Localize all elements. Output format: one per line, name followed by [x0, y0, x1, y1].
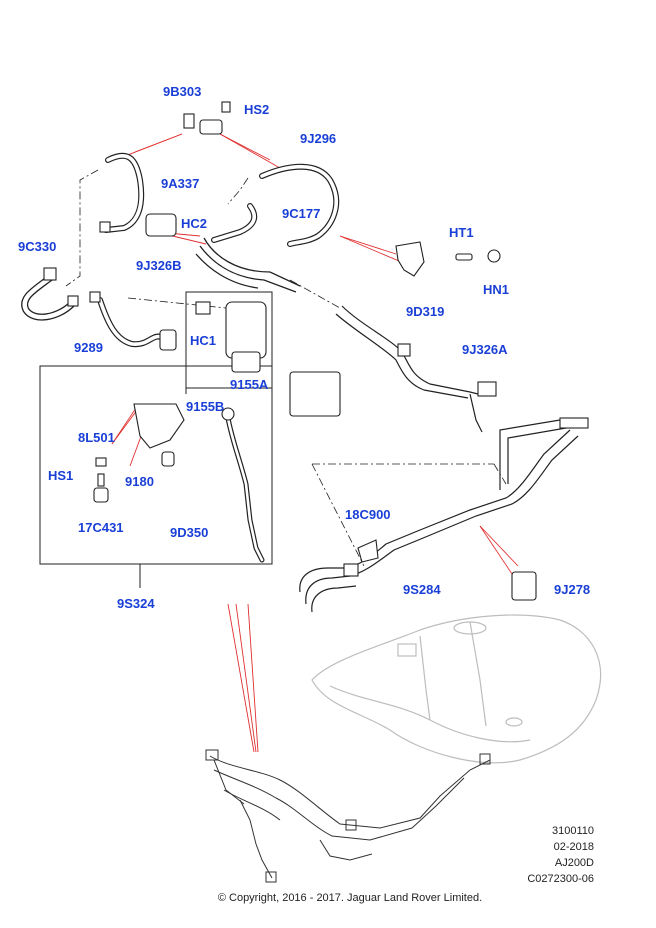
callout-HN1: HN1 — [483, 282, 510, 297]
callout-HC2: HC2 — [181, 216, 208, 231]
hose-9289-inner — [98, 298, 166, 346]
callout-9S284: 9S284 — [403, 582, 441, 597]
callout-HT1: HT1 — [449, 225, 474, 240]
callout-9D350: 9D350 — [170, 525, 209, 540]
callout-9155B: 9155B — [186, 399, 225, 414]
callout-9A337: 9A337 — [161, 176, 200, 191]
harness-9J326A — [335, 305, 487, 433]
component-shapes — [43, 101, 589, 601]
callout-9155A: 9155A — [230, 377, 269, 392]
ref-code: 3100110 — [551, 825, 594, 837]
callout-17C431: 17C431 — [78, 520, 124, 535]
callout-9289: 9289 — [74, 340, 103, 355]
callout-HS1: HS1 — [48, 468, 74, 483]
hose-9C177-inner — [212, 204, 257, 242]
fuel-tank — [311, 614, 602, 764]
callout-HS2: HS2 — [244, 102, 270, 117]
callout-8L501: 8L501 — [78, 430, 115, 445]
callout-9S324: 9S324 — [117, 596, 155, 611]
callout-18C900: 18C900 — [345, 507, 391, 522]
callout-9J296: 9J296 — [300, 131, 337, 146]
callout-9J326A: 9J326A — [462, 342, 508, 357]
connector-lines — [65, 169, 507, 567]
ref-model: AJ200D — [554, 857, 594, 869]
callout-9J278: 9J278 — [554, 582, 591, 597]
hose-9J296-inner — [260, 165, 339, 246]
callout-HC1: HC1 — [190, 333, 217, 348]
callout-9C177: 9C177 — [282, 206, 321, 221]
ref-id: C0272300-06 — [527, 873, 594, 885]
callout-9C330: 9C330 — [18, 239, 57, 254]
hose-9C330-inner — [22, 275, 75, 320]
callout-9B303: 9B303 — [163, 84, 202, 99]
callout-9J326B: 9J326B — [136, 258, 182, 273]
hose-9A337-inner — [104, 154, 143, 232]
ref-date: 02-2018 — [553, 841, 594, 853]
harness-bundle — [205, 749, 491, 883]
group-box-9S324 — [39, 365, 273, 565]
callout-9180: 9180 — [125, 474, 154, 489]
group-box-9155 — [185, 291, 273, 389]
hose-9J326B — [195, 237, 301, 293]
pipe-9D350-inner — [226, 416, 264, 562]
copyright-notice: © Copyright, 2016 - 2017. Jaguar Land Ro… — [217, 892, 483, 904]
callout-9D319: 9D319 — [406, 304, 445, 319]
